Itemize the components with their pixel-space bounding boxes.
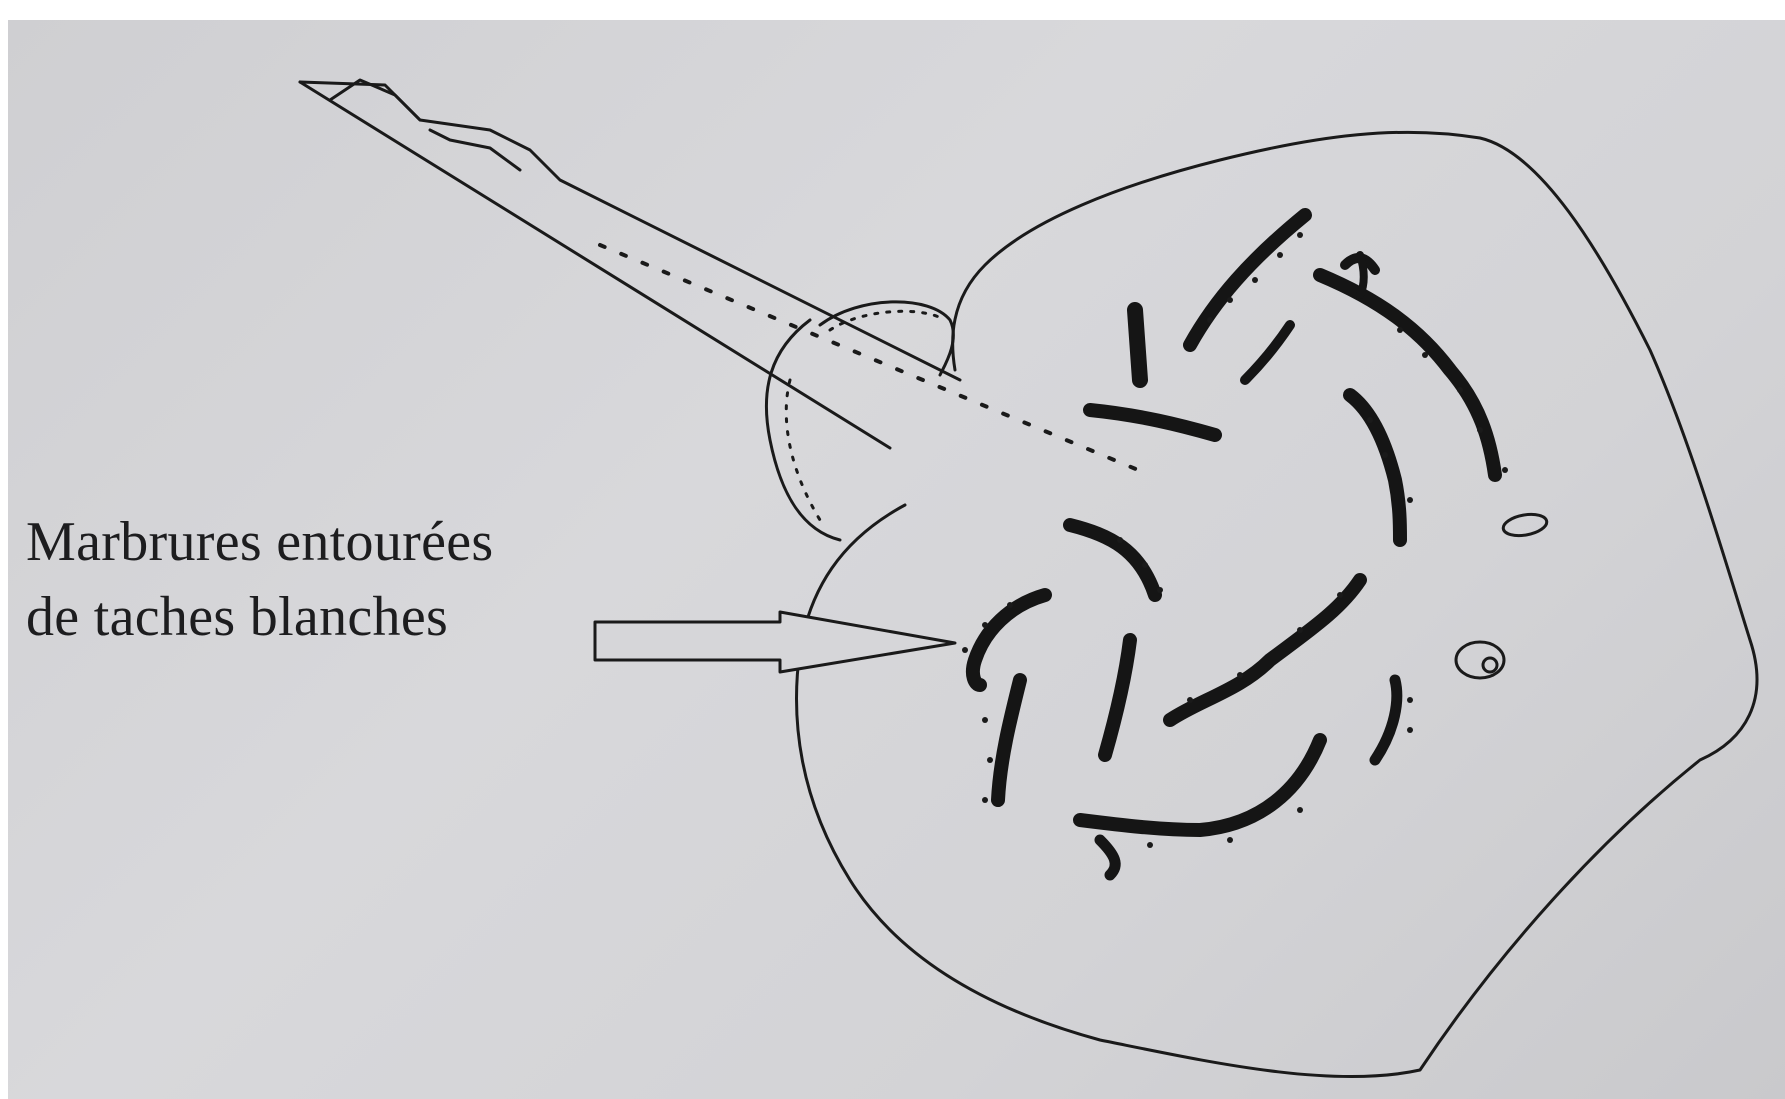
pointer-arrow (595, 612, 955, 672)
annotation-line-1: Marbrures entourées (26, 510, 494, 574)
barb-serration (330, 80, 420, 120)
marbling-mark (1080, 740, 1320, 830)
lobe-outline (766, 320, 840, 540)
barb-dotted-midline (600, 245, 1150, 475)
marbling-mark (1170, 580, 1360, 720)
barb-serration (430, 130, 520, 170)
marbling-mark (1070, 525, 1155, 595)
barb-lower-edge (300, 82, 890, 448)
marbling-mark (1245, 325, 1290, 380)
swelling-dotted-edge (830, 311, 945, 330)
marbling-mark (1105, 640, 1130, 755)
oval-spot (1502, 511, 1549, 538)
marbling-marks (973, 215, 1495, 875)
small-spots (1456, 511, 1548, 678)
marbling-mark (1375, 680, 1397, 760)
annotation-line-2: de taches blanches (26, 585, 448, 649)
marbling-mark (1100, 840, 1115, 875)
white-spot-outlines (962, 232, 1508, 848)
wound-outline (797, 132, 1757, 1076)
marbling-mark (973, 595, 1045, 685)
barb-upper-edge (300, 82, 960, 380)
marbling-mark (1350, 395, 1400, 540)
oval-spot-center (1483, 658, 1497, 672)
marbling-mark (998, 680, 1020, 800)
marbling-mark (1135, 310, 1140, 380)
marbling-mark (1360, 255, 1364, 295)
marbling-mark (1090, 410, 1215, 435)
stinger-barb (300, 80, 1150, 475)
marbling-mark (1320, 275, 1495, 475)
